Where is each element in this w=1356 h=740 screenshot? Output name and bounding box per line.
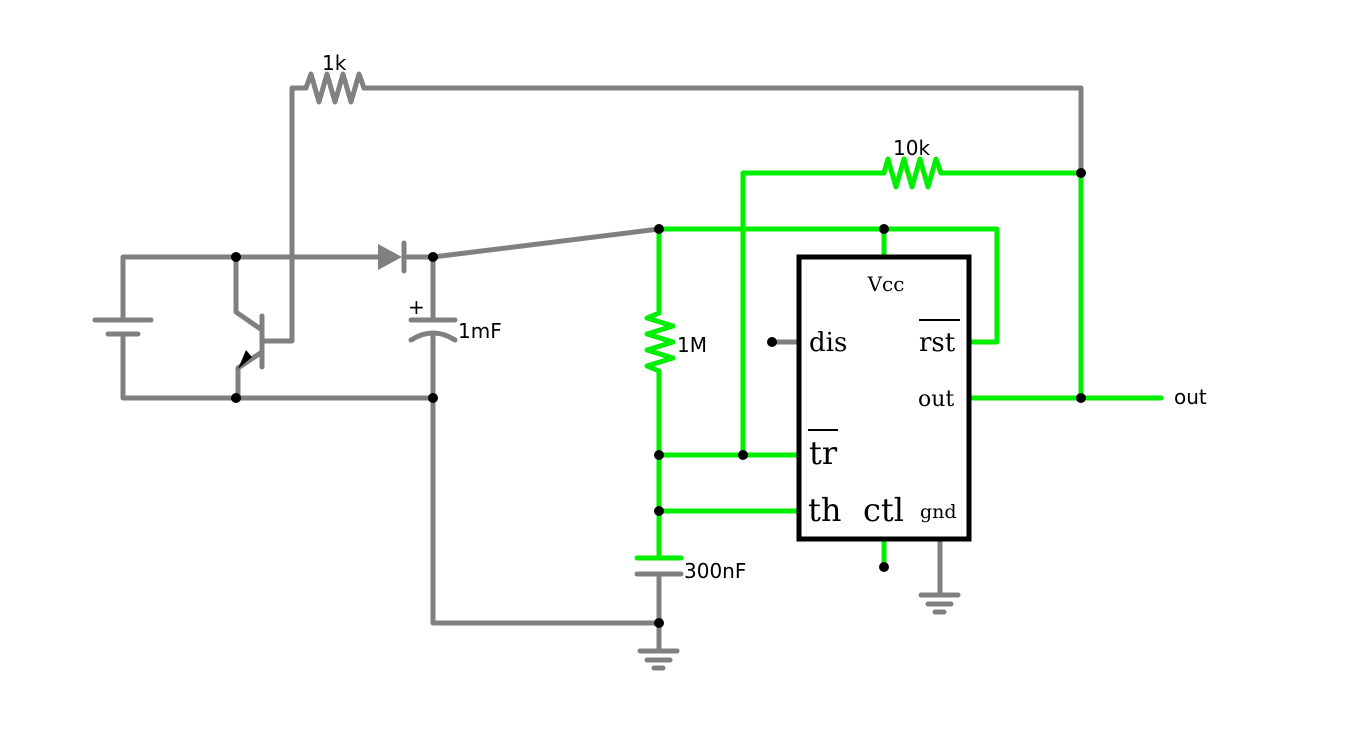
wire-top-long bbox=[361, 85, 1084, 176]
node bbox=[654, 450, 664, 460]
node bbox=[1076, 168, 1086, 178]
node bbox=[428, 252, 438, 262]
capacitor-300nF-label: 300nF bbox=[684, 559, 746, 583]
ground-left bbox=[637, 648, 680, 671]
resistor-10k-label: 10k bbox=[893, 136, 930, 160]
pin-dis-label: dis bbox=[809, 328, 847, 358]
wire-cap1-bottom bbox=[430, 333, 662, 626]
emitter-arrow-icon bbox=[238, 350, 252, 369]
ground-right bbox=[918, 592, 961, 615]
node bbox=[654, 618, 664, 628]
capacitor-1mF: + 1mF bbox=[408, 295, 502, 343]
inactive-wires bbox=[120, 71, 1084, 654]
pin-ctl-label: ctl bbox=[863, 491, 904, 529]
junction-nodes bbox=[231, 168, 1086, 628]
node bbox=[767, 337, 777, 347]
output-label: out bbox=[1174, 385, 1207, 409]
node bbox=[231, 252, 241, 262]
pin-rst-label: rst bbox=[919, 328, 956, 358]
resistor-1k-label: 1k bbox=[322, 51, 347, 75]
wire-vcc-rail bbox=[656, 226, 1000, 345]
capacitor-polarity: + bbox=[408, 295, 425, 319]
resistor-1k bbox=[303, 71, 367, 105]
wire-feedback-left bbox=[740, 170, 887, 458]
node bbox=[879, 562, 889, 572]
node bbox=[1076, 393, 1086, 403]
pin-out-label: out bbox=[918, 387, 954, 412]
node bbox=[879, 224, 889, 234]
wire-battery-top bbox=[120, 254, 239, 323]
node bbox=[738, 450, 748, 460]
node bbox=[654, 224, 664, 234]
resistor-10k bbox=[881, 156, 944, 190]
ic-555: Vcc dis rst out tr th ctl gnd bbox=[796, 254, 972, 542]
node bbox=[654, 506, 664, 516]
pin-tr-label: tr bbox=[809, 434, 838, 472]
wire-battery-bottom bbox=[120, 331, 436, 401]
ic-555-body bbox=[796, 254, 972, 542]
node bbox=[231, 393, 241, 403]
wire-base-feed bbox=[259, 85, 309, 344]
resistor-1M bbox=[644, 310, 676, 374]
npn-transistor bbox=[238, 313, 265, 370]
wire-transistor-collector bbox=[233, 254, 265, 333]
resistor-1M-label: 1M bbox=[677, 333, 707, 357]
pin-gnd-label: gnd bbox=[920, 501, 957, 523]
wire-to-vcc-node bbox=[430, 226, 662, 260]
diode-arrow-icon bbox=[378, 244, 402, 270]
battery bbox=[92, 317, 154, 337]
pin-th-label: th bbox=[808, 491, 841, 529]
wire-transistor-emitter bbox=[235, 349, 265, 401]
node bbox=[428, 393, 438, 403]
pin-vcc-label: Vcc bbox=[867, 272, 905, 296]
diode bbox=[378, 240, 407, 274]
capacitor-1mF-label: 1mF bbox=[458, 319, 502, 343]
